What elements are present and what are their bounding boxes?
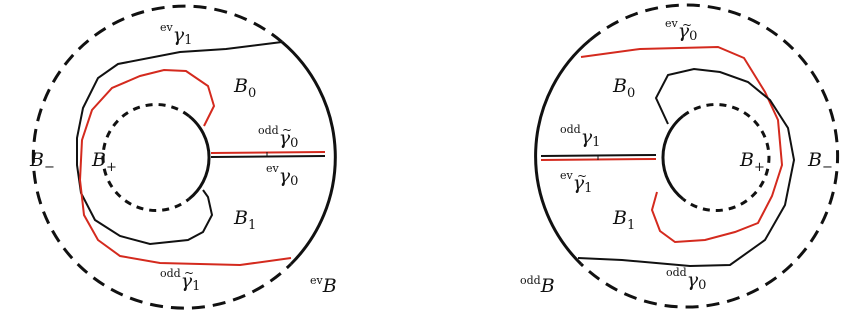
left-label-ev-gamma0: evγ0 xyxy=(266,162,298,189)
left-segment-ev-gamma0 xyxy=(210,155,326,158)
left-label-ev-b: evB xyxy=(310,274,337,297)
right-label-ev-gamma0-tilde: evγ0 ~ xyxy=(665,17,697,44)
left-label-ev-gamma1: evγ1 xyxy=(160,21,192,48)
left-outer-boundary-dashed xyxy=(31,4,293,310)
svg-text:oddB: oddB xyxy=(520,274,555,297)
left-panel: B− B+ B0 B1 evγ1 oddγ0 ~ evγ0 oddγ1 ~ ev… xyxy=(29,4,337,310)
svg-text:evγ1: evγ1 xyxy=(560,169,592,196)
right-label-odd-gamma0: oddγ0 xyxy=(666,266,706,293)
right-inner-boundary-dashed xyxy=(682,103,771,212)
right-label-b1: B1 xyxy=(612,207,635,233)
left-segment-odd-gamma0-tilde xyxy=(210,151,326,154)
svg-text:oddγ0: oddγ0 xyxy=(666,266,706,293)
right-curve-odd-gamma0 xyxy=(577,67,796,268)
tilde-mark: ~ xyxy=(577,169,587,183)
right-outer-boundary-dashed xyxy=(579,3,840,309)
tilde-mark: ~ xyxy=(282,123,292,137)
left-label-b1: B1 xyxy=(233,207,256,233)
left-inner-boundary-solid xyxy=(188,114,211,201)
left-outer-boundary-solid xyxy=(281,40,337,266)
left-label-b-minus: B− xyxy=(29,149,55,175)
right-panel: B− B+ B0 B1 evγ0 ~ oddγ1 evγ1 ~ oddγ0 od… xyxy=(520,3,840,309)
tilde-mark: ~ xyxy=(682,18,692,32)
left-inner-boundary-dashed xyxy=(101,103,190,212)
right-label-odd-b: oddB xyxy=(520,274,555,297)
tilde-mark: ~ xyxy=(184,266,194,280)
svg-text:oddγ1: oddγ1 xyxy=(160,267,200,294)
right-label-b-minus: B− xyxy=(807,149,833,175)
right-outer-boundary-solid xyxy=(534,38,591,266)
left-label-b0: B0 xyxy=(233,75,256,101)
left-label-odd-gamma1-tilde: oddγ1 ~ xyxy=(160,266,200,294)
left-curve-odd-gamma1-tilde xyxy=(78,68,292,267)
svg-text:oddγ1: oddγ1 xyxy=(560,123,600,150)
left-curve-ev-gamma1 xyxy=(76,41,283,246)
right-curve-ev-gamma0-tilde xyxy=(580,45,784,244)
right-inner-boundary-solid xyxy=(661,114,684,201)
svg-text:evB: evB xyxy=(310,274,337,297)
svg-text:oddγ0: oddγ0 xyxy=(258,124,298,151)
svg-text:evγ0: evγ0 xyxy=(266,162,298,189)
right-label-odd-gamma1: oddγ1 xyxy=(560,123,600,150)
right-label-b0: B0 xyxy=(612,75,635,101)
left-label-odd-gamma0-tilde: oddγ0 ~ xyxy=(258,123,298,151)
svg-text:evγ0: evγ0 xyxy=(665,17,697,44)
svg-text:evγ1: evγ1 xyxy=(160,21,192,48)
right-label-ev-gamma1-tilde: evγ1 ~ xyxy=(560,169,592,196)
left-label-b-plus: B+ xyxy=(91,149,117,175)
right-label-b-plus: B+ xyxy=(739,149,765,175)
